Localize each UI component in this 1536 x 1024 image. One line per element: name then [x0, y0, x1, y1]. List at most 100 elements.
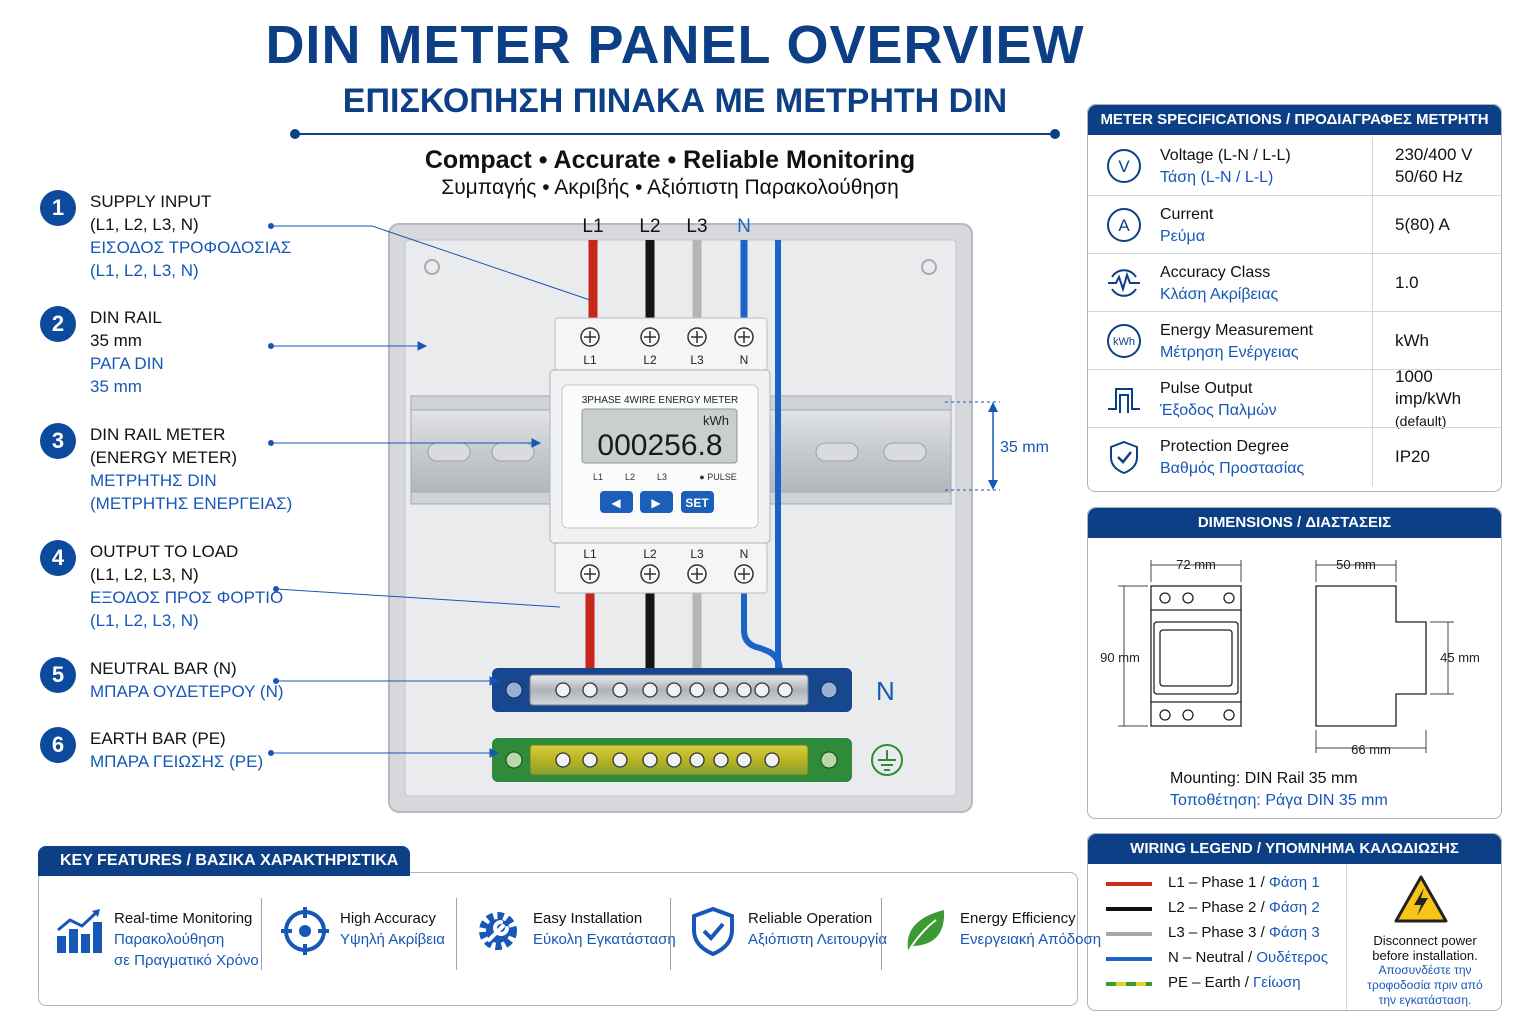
callout-leaders — [268, 223, 591, 758]
warning-line-greek: την εγκατάσταση. — [1378, 993, 1472, 1007]
dim-width-label: 72 mm — [1176, 557, 1216, 572]
meter-left-button[interactable] — [600, 491, 633, 513]
feature-title-greek: Αξιόπιστη Λειτουργία — [748, 931, 888, 948]
dimensions-panel: DIMENSIONS / ΔΙΑΣΤΑΣΕΙΣ 72 mm 90 mm 50 m… — [1087, 507, 1502, 819]
indicator-label: L2 — [625, 472, 635, 482]
callout-number: 2 — [40, 306, 76, 342]
callout-detail-greek: (L1, L2, L3, N) — [90, 611, 199, 630]
terminal-label: L2 — [643, 547, 657, 561]
neutral-mark: N — [876, 676, 895, 706]
tagline-greek: Συμπαγής • Ακριβής • Αξιόπιστη Παρακολού… — [441, 176, 899, 199]
feature-title: Real-time Monitoring — [114, 910, 253, 927]
legend-text-greek: Γείωση — [1253, 974, 1301, 991]
left-arrow-icon: ◀ — [611, 496, 621, 510]
spec-label-greek: Μέτρηση Ενέργειας — [1160, 344, 1299, 361]
wire-n-out — [741, 590, 783, 673]
page-subtitle: ΕΠΙΣΚΟΠΗΣΗ ΠΙΝΑΚΑ ΜΕ ΜΕΤΡΗΤΗ DIN — [342, 82, 1008, 120]
spec-label: Accuracy Class — [1160, 264, 1271, 281]
callout-number: 4 — [40, 540, 76, 576]
legend-header: WIRING LEGEND / ΥΠΟΜΝΗΜΑ ΚΑΛΩΔΙΩΣΗΣ — [1088, 834, 1501, 864]
meter-lcd — [581, 408, 738, 464]
spec-label-greek: Βαθμός Προστασίας — [1160, 460, 1305, 477]
meter-set-button[interactable] — [681, 491, 714, 513]
legend-text: L3 – Phase 3 / — [1168, 924, 1269, 941]
dimension-drawing: 72 mm 90 mm 50 mm 45 mm 66 mm — [1100, 557, 1480, 757]
warning-line: before installation. — [1372, 948, 1478, 963]
feature-title-greek: σε Πραγματικό Χρόνο — [114, 952, 259, 969]
warning-icon — [1394, 875, 1448, 923]
legend-text-greek: Φάση 1 — [1268, 874, 1320, 891]
page-title: DIN METER PANEL OVERVIEW — [265, 15, 1085, 75]
spec-value: 1.0 — [1395, 273, 1419, 292]
callout-title: SUPPLY INPUT — [90, 192, 212, 211]
meter-reading: 000256.8 — [597, 429, 722, 462]
pulse-icon — [1108, 388, 1140, 413]
legend-swatch — [1106, 982, 1152, 986]
feature-divider — [456, 898, 457, 970]
feature-title: Reliable Operation — [748, 910, 873, 927]
terminal-label: L1 — [583, 353, 597, 367]
bar-screw-icon — [505, 681, 523, 699]
callout-title: DIN RAIL — [90, 308, 162, 327]
panel-diagram: 35 mm L1 L2 L3 N 3PHASE 4WIRE ENERGY MET… — [388, 216, 1049, 813]
callout-number: 1 — [40, 190, 76, 226]
indicator-label: ● PULSE — [699, 472, 736, 482]
spec-label: Voltage (L-N / L-L) — [1160, 147, 1291, 164]
callout-title-greek: ΜΠΑΡΑ ΓΕΙΩΣΗΣ (PE) — [90, 752, 264, 771]
callout-title-greek: ΕΞΟΔΟΣ ΠΡΟΣ ΦΟΡΤΙΟ — [90, 588, 284, 607]
terminal-screws-top — [580, 327, 754, 347]
wire-label: L2 — [639, 216, 660, 237]
callout-title: NEUTRAL BAR (N) — [90, 659, 237, 678]
callout-title: DIN RAIL METER — [90, 425, 226, 444]
terminal-label: L2 — [643, 353, 657, 367]
spec-label: Pulse Output — [1160, 380, 1253, 397]
callout-title: OUTPUT TO LOAD — [90, 542, 239, 561]
voltage-icon: V — [1107, 149, 1141, 183]
spec-label-greek: Έξοδος Παλμών — [1160, 402, 1277, 419]
callout-detail: (ENERGY METER) — [90, 448, 238, 467]
legend-text: L1 – Phase 1 / — [1168, 874, 1269, 891]
legend-text-greek: Φάση 2 — [1268, 899, 1320, 916]
callout-number: 3 — [40, 423, 76, 459]
terminal-label: L1 — [583, 547, 597, 561]
bar-screw-icon — [820, 681, 838, 699]
meter-right-button[interactable] — [640, 491, 673, 513]
neutral-bar-screws — [555, 682, 793, 698]
legend-text: N – Neutral / — [1168, 949, 1257, 966]
callout-detail: 35 mm — [90, 331, 142, 350]
title-divider — [290, 129, 1060, 139]
spec-label: Current — [1160, 206, 1214, 223]
arrow-down-icon — [988, 480, 998, 490]
svg-text:V: V — [1118, 157, 1130, 176]
spec-value: 5(80) A — [1395, 215, 1450, 234]
spec-value: 1000 imp/kWh — [1395, 367, 1462, 408]
mounting-screw-icon — [424, 259, 440, 275]
legend-divider — [1346, 864, 1347, 1010]
feature-divider — [670, 898, 671, 970]
bar-screw-icon — [820, 751, 838, 769]
callout-detail: (L1, L2, L3, N) — [90, 215, 199, 234]
meter-title: 3PHASE 4WIRE ENERGY METER — [582, 395, 739, 406]
callout-detail-greek: (L1, L2, L3, N) — [90, 261, 199, 280]
feature-divider — [881, 898, 882, 970]
spec-label: Protection Degree — [1160, 438, 1289, 455]
chart-icon — [57, 909, 102, 953]
spec-label-greek: Ρεύμα — [1160, 228, 1206, 245]
terminal-label: L3 — [690, 547, 704, 561]
legend-swatch — [1106, 882, 1152, 886]
current-icon: A — [1107, 208, 1141, 242]
feature-title-greek: Ενεργειακή Απόδοση — [960, 931, 1102, 948]
callout-title-greek: ΜΕΤΡΗΤΗΣ DIN — [90, 471, 217, 490]
wire-label: L3 — [686, 216, 707, 237]
leaf-icon — [907, 910, 945, 953]
dim-height-label: 90 mm — [1100, 650, 1140, 665]
spec-label: Energy Measurement — [1160, 322, 1313, 339]
feature-title: Easy Installation — [533, 910, 643, 927]
legend-text-greek: Φάση 3 — [1268, 924, 1320, 941]
callout-detail: (L1, L2, L3, N) — [90, 565, 199, 584]
shield-icon — [1110, 440, 1138, 475]
spec-label-greek: Κλάση Ακρίβειας — [1160, 286, 1279, 303]
terminal-label: N — [740, 547, 749, 561]
